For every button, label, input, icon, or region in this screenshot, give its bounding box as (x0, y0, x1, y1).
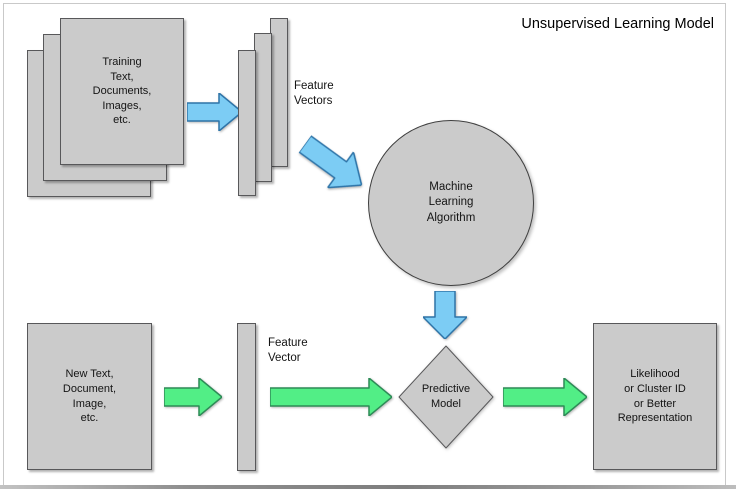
diamond-shape-icon (398, 345, 494, 449)
output-label: Likelihood or Cluster ID or Better Repre… (617, 368, 693, 425)
frame-top-border (3, 3, 725, 4)
feature-vectors-bar-back (270, 18, 288, 167)
blue-arrow-diagonal-down-right-icon (298, 135, 363, 189)
predictive-model-label: Predictive Model (421, 383, 471, 410)
frame-left-border (3, 3, 4, 486)
new-item-label: New Text, Document, Image, etc. (62, 368, 117, 425)
training-docs-stack-front: Training Text, Documents, Images, etc. (60, 18, 184, 165)
page-title: Unsupervised Learning Model (521, 16, 714, 32)
green-arrow-right-3-icon (503, 378, 587, 416)
output-rect: Likelihood or Cluster ID or Better Repre… (593, 323, 717, 470)
feature-vectors-bar-middle (254, 33, 272, 182)
training-docs-label: Training Text, Documents, Images, etc. (92, 56, 152, 127)
predictive-model-diamond: Predictive Model (398, 345, 494, 449)
feature-vectors-bar-front (238, 50, 256, 196)
ml-algorithm-circle: Machine Learning Algorithm (368, 120, 534, 286)
blue-arrow-down-icon (423, 291, 467, 339)
ml-algorithm-label: Machine Learning Algorithm (426, 181, 476, 224)
feature-vectors-label: Feature Vectors (294, 80, 334, 107)
feature-vector-label: Feature Vector (268, 337, 308, 364)
feature-vector-bar (237, 323, 256, 471)
window-bottom-edge (0, 485, 736, 489)
blue-arrow-right-icon (187, 93, 242, 131)
green-arrow-right-1-icon (164, 378, 222, 416)
frame-right-border (725, 3, 726, 486)
green-arrow-right-2-icon (270, 378, 392, 416)
new-item-rect: New Text, Document, Image, etc. (27, 323, 152, 470)
